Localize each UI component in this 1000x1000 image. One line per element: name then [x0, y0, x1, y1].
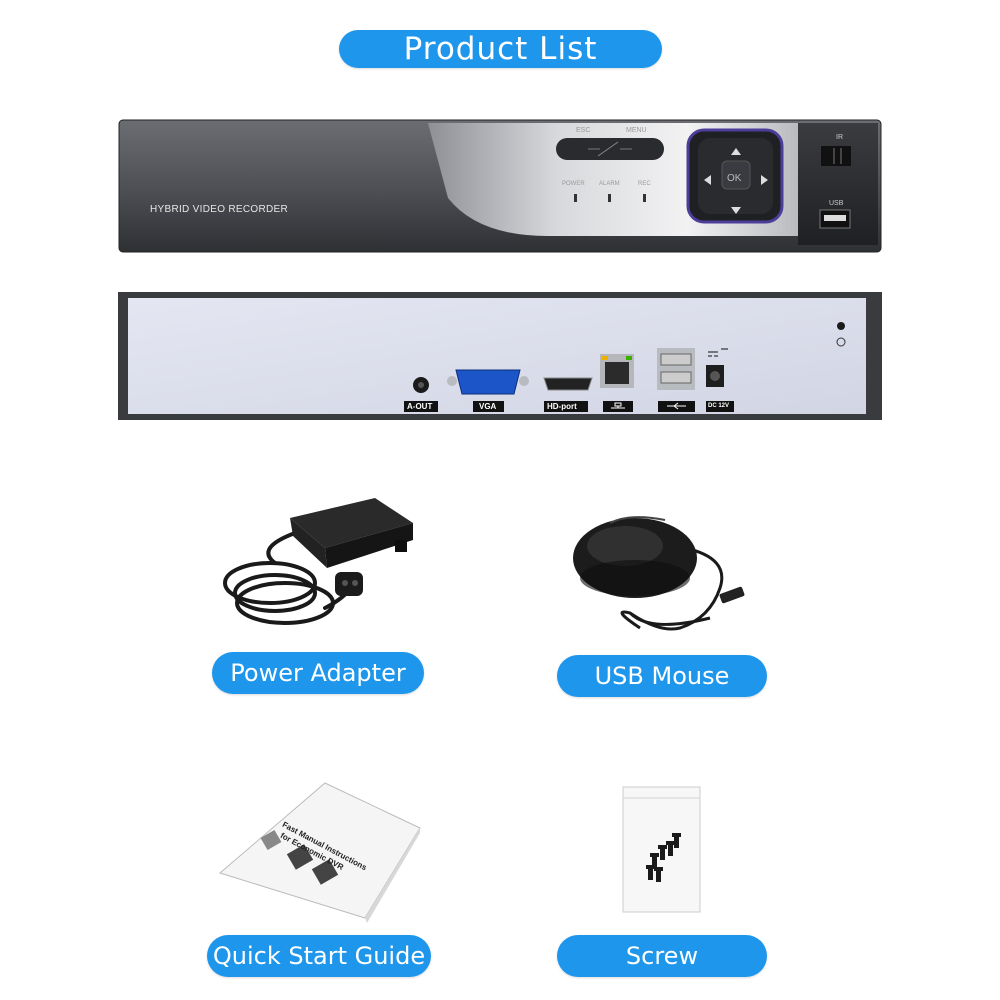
usb-mouse-label: USB Mouse [557, 655, 767, 697]
screw-label: Screw [557, 935, 767, 977]
ok-button: OK [727, 173, 742, 184]
vga-port-label: VGA [479, 402, 497, 411]
power-adapter-image [215, 488, 425, 638]
recorder-rear-panel: A-OUT VGA HD-port DC 12V [118, 290, 882, 422]
rec-led-label: REC [638, 181, 651, 187]
quick-start-guide-image: Fast Manual Instructions for Economic DV… [215, 778, 430, 928]
usb-mouse-image [570, 508, 770, 648]
alarm-led-label: ALARM [599, 181, 620, 187]
power-adapter-label: Power Adapter [212, 652, 424, 694]
quick-start-guide-label: Quick Start Guide [207, 935, 431, 977]
hdport-label: HD-port [547, 402, 577, 411]
dc-power-label: DC 12V [708, 403, 730, 409]
usb-front-label: USB [829, 200, 844, 207]
screw-bag-image [622, 786, 702, 914]
menu-label: MENU [626, 127, 647, 134]
recorder-front-panel: HYBRID VIDEO RECORDER ESC MENU POWER ALA… [118, 118, 882, 254]
power-led-label: POWER [562, 181, 585, 187]
ir-label: IR [836, 134, 843, 141]
page-title: Product List [339, 30, 662, 68]
aout-port-label: A-OUT [407, 402, 433, 411]
model-label: HYBRID VIDEO RECORDER [150, 204, 288, 215]
esc-label: ESC [576, 127, 591, 134]
